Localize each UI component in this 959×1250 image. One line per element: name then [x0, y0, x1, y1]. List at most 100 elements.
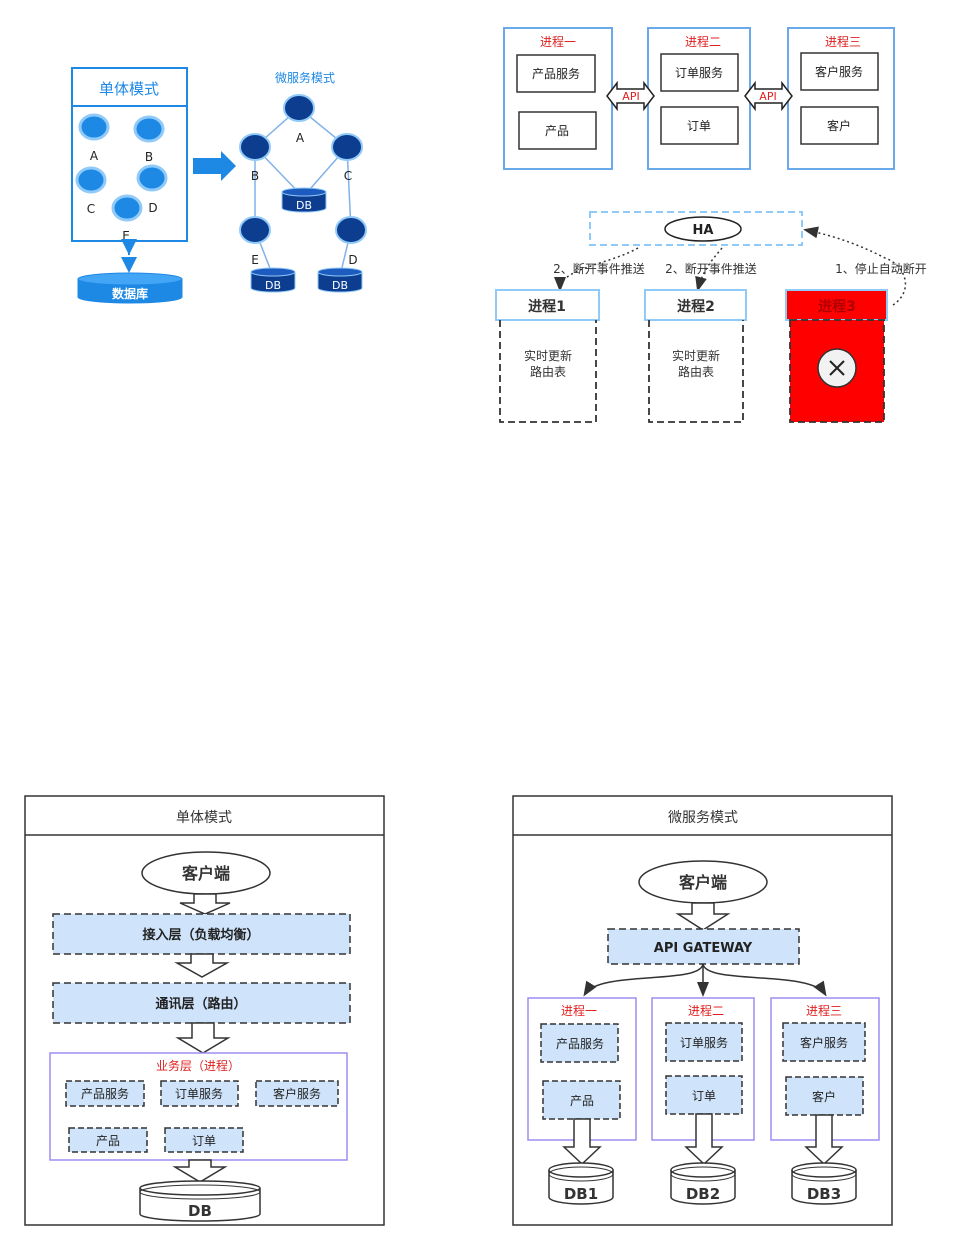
ha-label: HA: [693, 223, 714, 238]
proc-title: 进程3: [818, 299, 856, 315]
entity-box: [665, 1075, 743, 1115]
service-label: 订单服务: [175, 1086, 223, 1101]
service-node: [78, 113, 110, 141]
process-api-diagram: 进程一 产品服务 产品 进程二 订单服务 订单 进程三 客户服务 客户 API …: [503, 27, 895, 170]
entity-label: 产品: [570, 1094, 594, 1108]
entity-box: [518, 111, 597, 150]
api-gateway: [607, 928, 800, 965]
entity-box: [68, 1127, 148, 1153]
micro-node: [283, 94, 315, 122]
comm-label: 通讯层（路由）: [155, 996, 246, 1012]
api-arrow: [744, 80, 793, 112]
small-monolith-diagram: 单体模式 A B C D E 数据库: [71, 67, 236, 304]
proc-title: 进程2: [677, 299, 715, 315]
service-box: [516, 54, 596, 93]
node-label: D: [348, 253, 357, 267]
process-title: 进程三: [806, 1003, 842, 1018]
entity-label: 客户: [827, 118, 851, 133]
service-node: [111, 194, 143, 222]
entity-label: 订单: [192, 1134, 216, 1148]
proc-title: 进程1: [528, 299, 566, 315]
micro-node: [239, 133, 271, 161]
service-node: [136, 164, 168, 192]
push-label: 2、断开事件推送: [665, 261, 757, 276]
service-box: [540, 1023, 619, 1063]
db-label: DB1: [564, 1185, 598, 1203]
micro-node: [331, 133, 363, 161]
entity-box: [660, 106, 739, 145]
transform-arrow: [193, 151, 236, 181]
service-label: 客户服务: [815, 64, 863, 79]
entity-label: 客户: [812, 1089, 836, 1104]
db-cylinder: DB: [317, 267, 363, 293]
service-label: 产品服务: [556, 1036, 604, 1051]
proc-body: 路由表: [678, 364, 714, 379]
flow-arrow: [675, 902, 731, 931]
micro-node: [239, 216, 271, 244]
process-title: 进程一: [561, 1003, 597, 1018]
frame-title: 微服务模式: [668, 810, 738, 826]
node-label: B: [145, 150, 153, 164]
ha-diagram: HA 2、断开事件推送 2、断开事件推送 1、停止自动断开 进程1 实时更新 路…: [495, 211, 927, 423]
service-label: 产品服务: [532, 66, 580, 81]
large-microservice-diagram: 微服务模式 客户端 API GATEWAY 进程一 产品服务 产品 进程二 订单…: [512, 795, 893, 1226]
service-box: [65, 1080, 145, 1107]
service-label: 订单服务: [675, 65, 723, 80]
proc-body: 实时更新: [524, 348, 572, 363]
proc-header: [495, 289, 600, 321]
flow-arrow: [174, 953, 230, 978]
api-label: API: [622, 90, 639, 103]
flow-arrow: [179, 893, 231, 915]
entity-box: [785, 1076, 864, 1116]
stop-connector: [803, 226, 907, 306]
service-label: 客户服务: [800, 1035, 848, 1050]
node-label: B: [251, 169, 259, 183]
entity-box: [542, 1080, 621, 1120]
service-box: [800, 52, 879, 91]
node-label: D: [148, 201, 157, 215]
process-box: [647, 27, 751, 170]
process-title: 进程二: [685, 34, 721, 49]
flow-arrow: [804, 1114, 844, 1166]
client-label: 客户端: [679, 873, 727, 892]
db-label: 数据库: [112, 286, 148, 301]
db-cylinder: DB: [250, 267, 296, 293]
access-layer: [52, 913, 351, 955]
node-label: C: [344, 169, 352, 183]
db-label: DB: [332, 279, 348, 292]
large-monolith-diagram: 单体模式 客户端 接入层（负载均衡） 通讯层（路由） 业务层（进程） 产品服务 …: [24, 795, 385, 1226]
monolith-title: 单体模式: [99, 80, 159, 98]
process-box: [787, 27, 895, 170]
service-label: 客户服务: [273, 1086, 321, 1101]
stop-label: 1、停止自动断开: [835, 261, 927, 276]
service-box: [160, 1080, 239, 1107]
entity-box: [164, 1127, 244, 1153]
db-cylinder: DB2: [670, 1162, 736, 1205]
service-box: [660, 53, 739, 92]
service-box: [665, 1022, 743, 1062]
process-title: 进程一: [540, 34, 576, 49]
flow-arrow: [684, 1113, 724, 1166]
api-label: API: [759, 90, 776, 103]
entity-box: [800, 106, 879, 145]
db-cylinder: DB3: [791, 1162, 857, 1205]
db-label: DB: [265, 279, 281, 292]
entity-label: 订单: [692, 1089, 716, 1103]
db-label: DB: [296, 199, 312, 212]
proc-header: [644, 289, 747, 321]
entity-label: 产品: [545, 124, 569, 138]
service-box: [782, 1022, 866, 1062]
ha-node: [664, 216, 742, 242]
entity-label: 订单: [687, 119, 711, 133]
process-title: 进程三: [825, 34, 861, 49]
close-icon: [817, 348, 857, 388]
node-label: A: [296, 131, 305, 145]
entity-label: 产品: [96, 1134, 120, 1148]
service-node: [133, 115, 165, 143]
frame-title: 单体模式: [176, 810, 232, 826]
gateway-label: API GATEWAY: [654, 941, 753, 956]
flow-arrow: [172, 1159, 228, 1183]
node-label: E: [251, 253, 259, 267]
process-title: 进程二: [688, 1003, 724, 1018]
